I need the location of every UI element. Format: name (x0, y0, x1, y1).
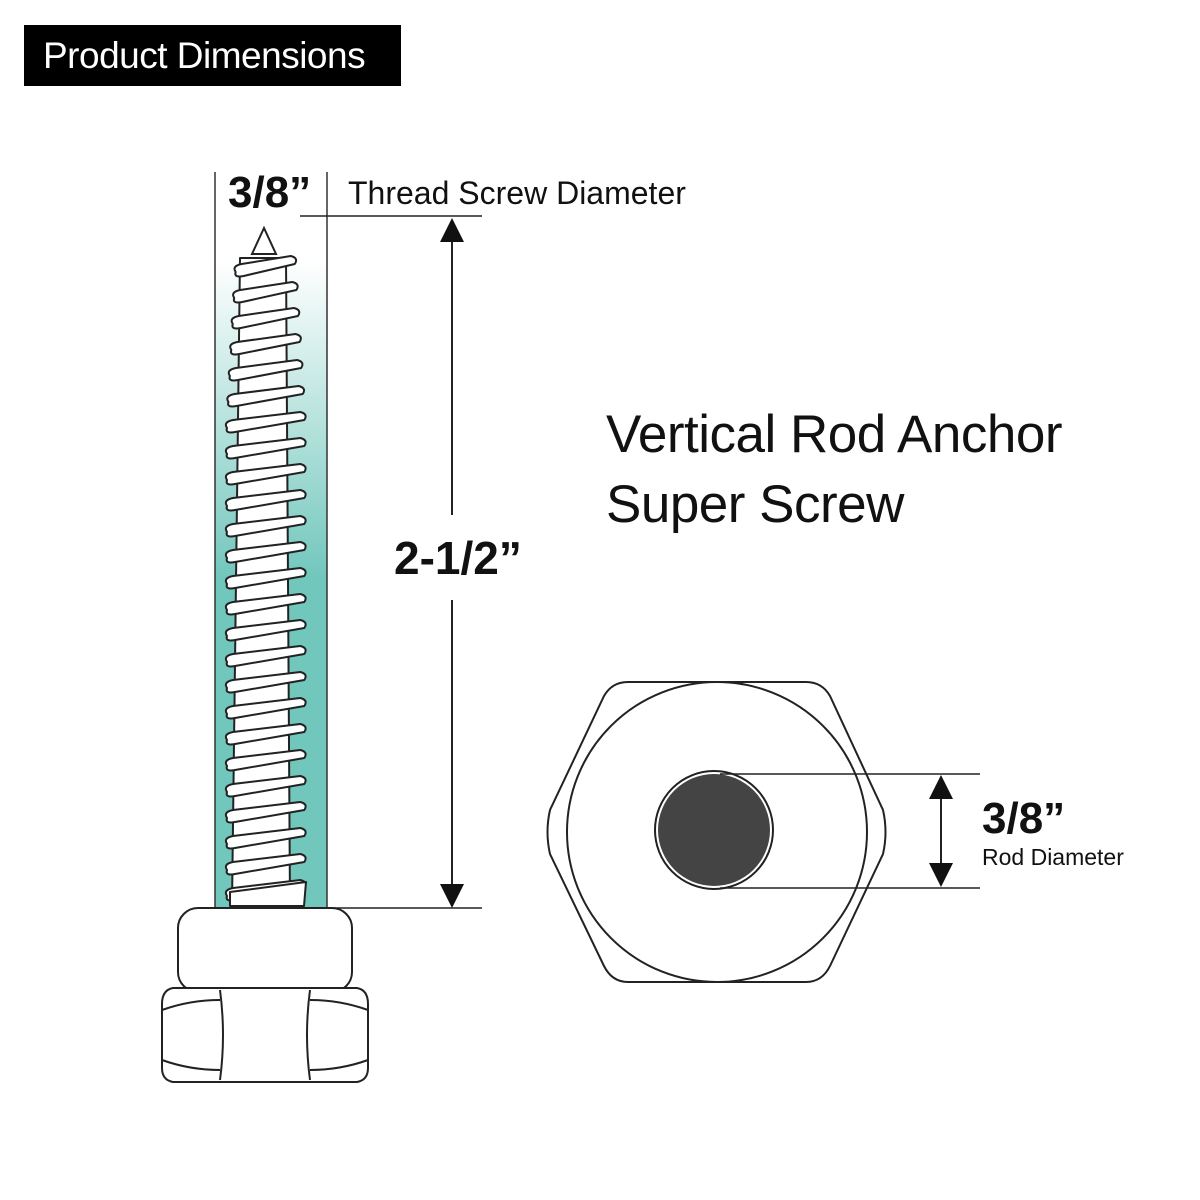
screw-collar (177, 907, 353, 993)
thread-crest (229, 333, 302, 356)
product-title: Vertical Rod Anchor Super Screw (606, 400, 1062, 540)
thread-crest (230, 307, 301, 330)
thread-crest (224, 775, 307, 798)
product-title-line-1: Vertical Rod Anchor (606, 405, 1062, 464)
thread-crest (224, 671, 307, 694)
thread-crest (224, 645, 307, 668)
thread-crest (224, 593, 307, 616)
rod-arrow-top (929, 775, 953, 799)
rod-diameter-label: Rod Diameter (982, 844, 1124, 870)
screw-tip (250, 225, 278, 255)
thread-runout (229, 881, 307, 907)
section-header: Product Dimensions (24, 25, 401, 86)
thread-length-value: 2-1/2” (392, 532, 524, 584)
thread-crest (224, 567, 307, 590)
thread-crest (224, 541, 307, 564)
thread-crest (226, 385, 306, 408)
thread-crest (224, 515, 307, 538)
thread-crest (224, 619, 307, 642)
thread-crest (233, 255, 298, 278)
rod-diameter-value: 3/8” (982, 794, 1066, 843)
thread-crest (224, 489, 307, 512)
thread-crest (224, 723, 307, 746)
hex-face-lines (161, 989, 369, 1081)
rod-cross-section (658, 774, 770, 886)
thread-diameter-label: Thread Screw Diameter (348, 175, 686, 211)
nut-end-view-ring (566, 681, 868, 983)
screw-hex-head (161, 987, 369, 1083)
length-arrow-top (440, 218, 464, 242)
product-title-line-2: Super Screw (606, 475, 904, 534)
screw-thread (224, 255, 307, 907)
thread-diameter-value: 3/8” (228, 168, 312, 217)
thread-crest (224, 697, 307, 720)
thread-crest (224, 411, 307, 434)
section-header-label: Product Dimensions (43, 34, 366, 76)
thread-crest (224, 827, 307, 850)
thread-crest (227, 359, 304, 382)
length-arrow-bottom (440, 884, 464, 908)
rod-arrow-bottom (929, 863, 953, 887)
thread-crest (232, 281, 299, 304)
thread-crest (224, 853, 307, 876)
thread-crest (224, 463, 307, 486)
thread-crest (224, 437, 307, 460)
thread-crest (224, 801, 307, 824)
thread-crest (224, 749, 307, 772)
